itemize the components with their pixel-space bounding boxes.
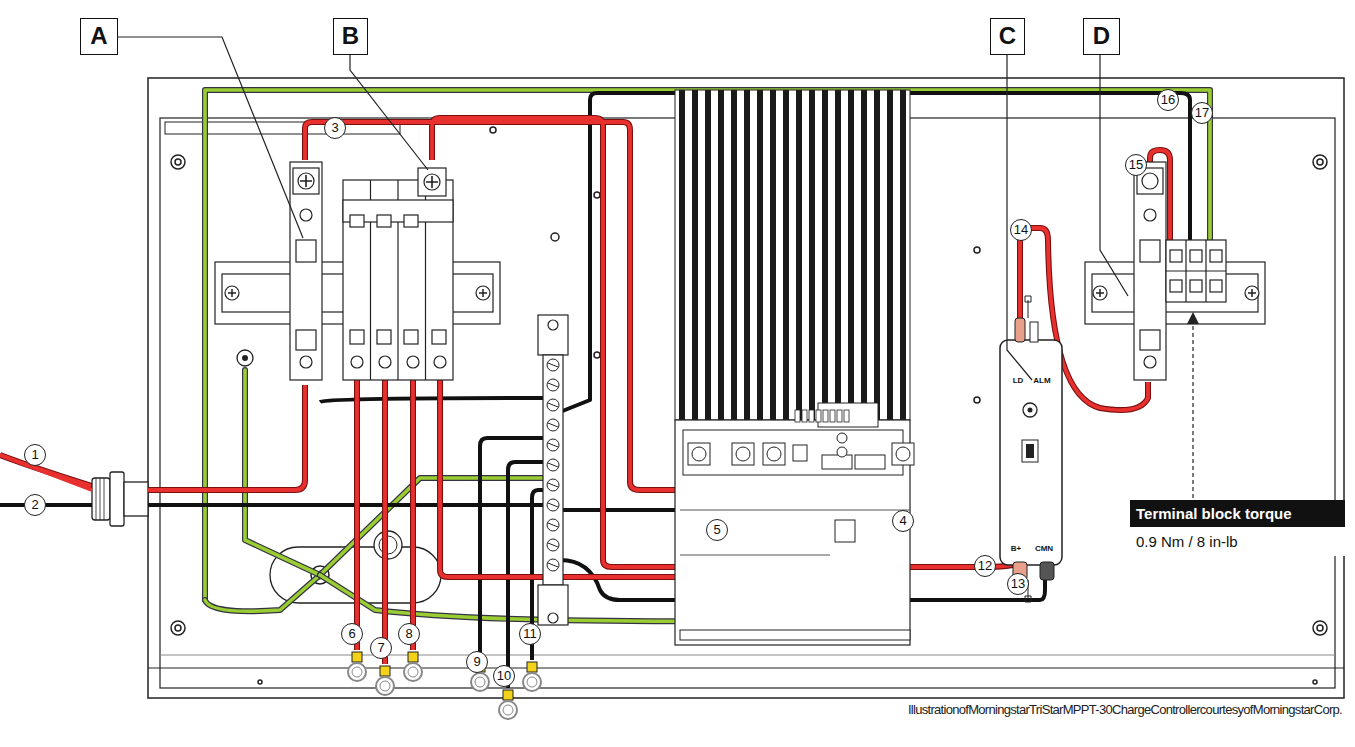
enclosure xyxy=(148,78,1344,698)
breaker-d xyxy=(1134,162,1166,380)
positive-wire xyxy=(0,118,1170,664)
callout-number: 9 xyxy=(466,651,488,673)
breaker-b xyxy=(343,168,453,380)
cable-gland xyxy=(92,472,148,526)
positive-wire-outline xyxy=(0,118,1170,664)
battery-monitor xyxy=(1000,296,1062,602)
part-letter-box: C xyxy=(990,18,1025,55)
callout-number: 5 xyxy=(706,519,728,541)
breaker-a xyxy=(290,162,322,380)
callout-number: 15 xyxy=(1125,154,1147,176)
callout-number: 10 xyxy=(493,665,515,687)
callout-number: 7 xyxy=(370,637,392,659)
note-value: 0.9 Nm / 8 in-lb xyxy=(1130,527,1345,556)
callout-number: 14 xyxy=(1010,219,1032,241)
callout-number: 4 xyxy=(892,510,914,532)
terminal-marking: CMN xyxy=(1035,544,1053,553)
part-letter: B xyxy=(334,19,367,52)
callout-number: 3 xyxy=(324,117,346,139)
terminal-marking: B+ xyxy=(1011,544,1021,553)
part-letter: C xyxy=(991,19,1024,52)
part-letter-box: B xyxy=(333,18,368,55)
terminal-marking: LD xyxy=(1013,376,1024,385)
callout-number: 6 xyxy=(341,623,363,645)
callout-number: 11 xyxy=(519,623,541,645)
note-heading: Terminal block torque xyxy=(1130,500,1345,527)
callout-number: 2 xyxy=(24,494,46,516)
part-letter: D xyxy=(1084,19,1119,52)
negative-wire xyxy=(0,93,1190,688)
callout-number: 13 xyxy=(1007,573,1029,595)
part-letter-box: A xyxy=(80,18,118,55)
callout-number: 17 xyxy=(1191,102,1213,124)
credit-caption: IllustrationofMorningstarTriStarMPPT-30C… xyxy=(908,702,1342,717)
callout-number: 1 xyxy=(24,444,46,466)
terminal-marking: ALM xyxy=(1033,376,1050,385)
charge-controller xyxy=(675,90,914,645)
callout-number: 8 xyxy=(398,623,420,645)
callout-number: 16 xyxy=(1157,89,1179,111)
terminal-block xyxy=(1166,240,1226,302)
bus-bar xyxy=(538,315,568,625)
part-letter-box: D xyxy=(1083,18,1120,55)
part-letter: A xyxy=(81,19,117,52)
callout-number: 12 xyxy=(974,555,996,577)
torque-note: Terminal block torque0.9 Nm / 8 in-lb xyxy=(1130,500,1345,556)
leader-line xyxy=(118,37,1193,498)
